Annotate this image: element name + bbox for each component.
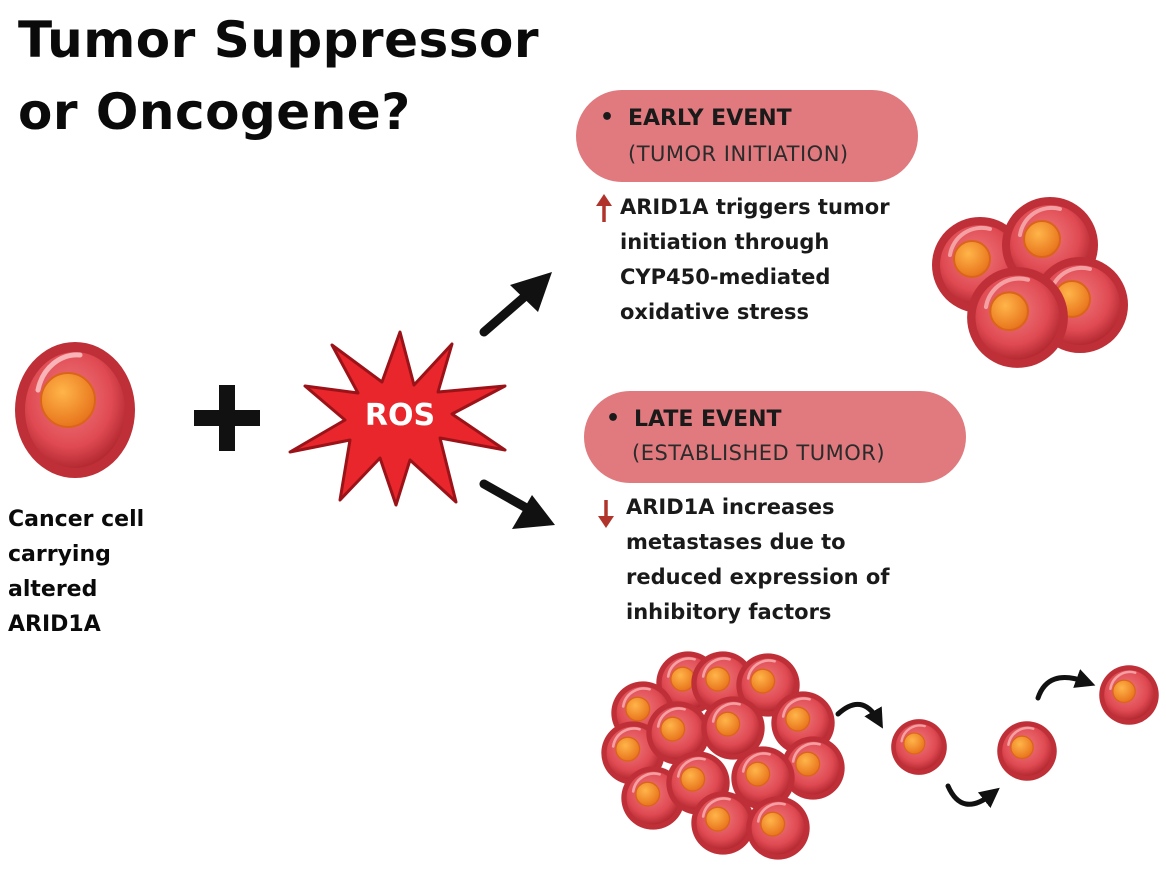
cancer-cell-label-line: carrying bbox=[8, 542, 111, 567]
cancer-cell-label-line: Cancer cell bbox=[8, 507, 145, 532]
plus-icon bbox=[194, 385, 260, 451]
early-description-line: ARID1A triggers tumor bbox=[620, 195, 890, 219]
tumor-mass-late bbox=[600, 650, 846, 861]
curved-arrow-icon bbox=[835, 702, 883, 729]
early-description-line: oxidative stress bbox=[620, 300, 809, 324]
late-event-description: ARID1A increases metastases due to reduc… bbox=[626, 490, 889, 630]
cancer-cell-label: Cancer cell carrying altered ARID1A bbox=[8, 502, 144, 642]
late-description-line: inhibitory factors bbox=[626, 600, 832, 624]
migrating-cell bbox=[890, 718, 948, 776]
cancer-cell bbox=[15, 342, 135, 478]
arrow-right-up-icon bbox=[479, 272, 552, 337]
page-title: Tumor Suppressor or Oncogene? bbox=[18, 4, 539, 148]
curved-arrow-icon bbox=[1035, 669, 1096, 701]
migrating-cell bbox=[996, 720, 1058, 782]
early-event-heading: EARLY EVENT bbox=[600, 105, 792, 131]
early-event-description: ARID1A triggers tumor initiation through… bbox=[620, 190, 890, 330]
early-description-line: CYP450-mediated bbox=[620, 265, 831, 289]
late-description-line: reduced expression of bbox=[626, 565, 890, 589]
cancer-cell-label-line: ARID1A bbox=[8, 612, 101, 637]
title-line-1: Tumor Suppressor bbox=[18, 11, 540, 69]
late-description-line: ARID1A increases bbox=[626, 495, 835, 519]
late-event-pill: LATE EVENT (ESTABLISHED TUMOR) bbox=[584, 391, 966, 483]
late-event-subheading: (ESTABLISHED TUMOR) bbox=[632, 441, 886, 465]
late-description-line: metastases due to bbox=[626, 530, 846, 554]
title-line-2: or Oncogene? bbox=[18, 83, 411, 141]
cancer-cell-label-line: altered bbox=[8, 577, 98, 602]
early-event-pill: EARLY EVENT (TUMOR INITIATION) bbox=[576, 90, 918, 182]
tumor-cluster-early bbox=[930, 195, 1130, 368]
ros-label: ROS bbox=[364, 398, 436, 433]
late-event-heading: LATE EVENT bbox=[606, 406, 781, 432]
arrow-right-down-icon bbox=[479, 479, 555, 529]
early-event-subheading: (TUMOR INITIATION) bbox=[628, 142, 849, 166]
curved-arrow-icon bbox=[945, 783, 1000, 809]
up-arrow-icon bbox=[596, 194, 612, 222]
early-description-line: initiation through bbox=[620, 230, 830, 254]
down-arrow-icon bbox=[598, 500, 614, 528]
ros-burst-icon bbox=[288, 330, 507, 507]
migrating-cell bbox=[1098, 664, 1160, 726]
